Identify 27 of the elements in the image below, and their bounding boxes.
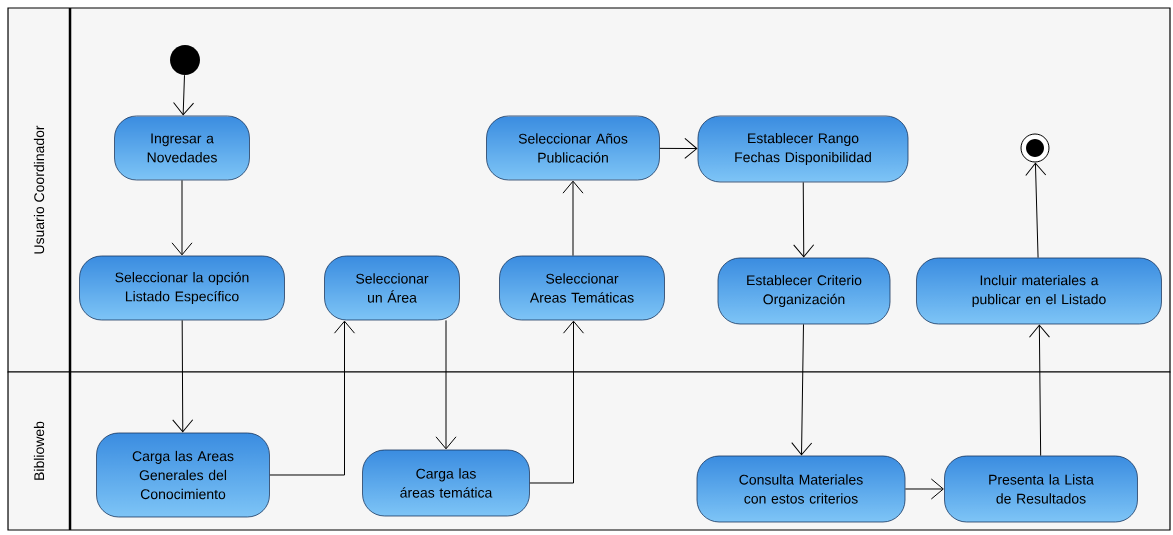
action-box: Establecer Criterio Organización	[717, 257, 891, 325]
action-box: Ingresar a Novedades	[114, 115, 250, 181]
arrow	[904, 478, 944, 500]
action-box: Seleccionar la opción Listado Específico	[79, 255, 285, 321]
arrow	[529, 320, 584, 484]
arrow	[173, 74, 195, 116]
arrow	[269, 320, 355, 476]
action-box: Carga las áreas temática	[362, 449, 530, 517]
arrow	[171, 179, 193, 256]
action-box: Seleccionar Años Publicación	[486, 115, 660, 181]
arrow	[659, 138, 698, 159]
arrow	[1028, 324, 1050, 457]
action-box: Presenta la Lista de Resultados	[944, 455, 1138, 523]
arrow	[562, 180, 584, 257]
arrow	[1025, 162, 1047, 259]
arrow	[172, 319, 194, 433]
action-box: Consulta Materiales con estos criterios	[696, 455, 906, 523]
final-node	[1020, 133, 1050, 163]
action-box: Seleccionar un Área	[324, 255, 460, 321]
arrow	[791, 323, 813, 456]
action-box: Incluir materiales a publicar en el Listado	[916, 257, 1162, 325]
action-box: Seleccionar Areas Temáticas	[499, 255, 665, 321]
action-box: Establecer Rango Fechas Disponibilidad	[697, 115, 909, 183]
initial-node	[170, 45, 200, 75]
arrow	[435, 319, 457, 450]
arrow	[793, 181, 815, 258]
action-box: Carga las Areas Generales del Conocimiento	[96, 432, 270, 518]
